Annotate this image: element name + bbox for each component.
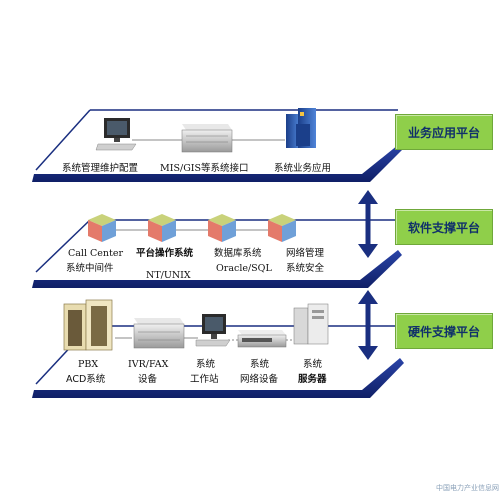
hardware-item-line1: 系统 <box>303 359 323 370</box>
pc-workstation-icon <box>95 118 137 151</box>
hardware-item-line1: 系统 <box>250 359 270 370</box>
tower-server-icon <box>293 303 329 345</box>
hardware-tier-band <box>32 358 404 398</box>
hardware-item-line2: 服务器 <box>298 374 327 385</box>
business-item-label: 系统业务应用 <box>274 163 332 174</box>
hardware-tier-badge: 硬件支撑平台 <box>395 313 493 349</box>
software-cubes <box>88 214 296 242</box>
software-tier-band <box>32 250 402 288</box>
software-item-line2: 系统安全 <box>286 263 325 274</box>
software-cube-icon <box>268 214 296 242</box>
business-item-label: MIS/GIS等系统接口 <box>160 163 249 174</box>
hardware-item-line2: ACD系统 <box>66 374 106 385</box>
pbx-cabinet-icon <box>63 299 113 351</box>
software-cube-icon <box>88 214 116 242</box>
software-cube-icon <box>208 214 236 242</box>
server-unit-icon <box>181 124 233 153</box>
watermark: 中国电力产业信息网 <box>436 484 499 492</box>
software-item-line2: Oracle/SQL <box>216 263 272 274</box>
device-links <box>115 139 294 341</box>
software-item-line1: 网络管理 <box>286 248 325 259</box>
software-item-line1: Call Center <box>68 248 124 259</box>
software-item-line1: 数据库系统 <box>214 248 262 259</box>
software-item-line1: 平台操作系统 <box>136 248 194 259</box>
software-item-line2: NT/UNIX <box>146 270 191 281</box>
tier-bands <box>32 145 404 398</box>
hardware-item-line2: 工作站 <box>190 374 219 385</box>
server-unit-icon <box>133 318 185 349</box>
double-arrow-icon <box>358 290 378 360</box>
hardware-item-line1: 系统 <box>196 359 216 370</box>
hardware-item-line2: 网络设备 <box>240 374 279 385</box>
double-arrow-icon <box>358 190 378 258</box>
network-switch-icon <box>237 330 287 348</box>
software-tier-badge: 软件支撑平台 <box>395 209 493 245</box>
hardware-item-line1: IVR/FAX <box>128 359 169 370</box>
tier-connector-arrows <box>358 190 378 360</box>
business-tier-badge: 业务应用平台 <box>395 114 493 150</box>
software-cube-icon <box>148 214 176 242</box>
business-item-label: 系统管理维护配置 <box>62 163 139 174</box>
software-item-line2: 系统中间件 <box>66 263 114 274</box>
hardware-item-line2: 设备 <box>138 374 158 385</box>
blue-server-rack-icon <box>286 108 316 148</box>
hardware-item-line1: PBX <box>78 359 99 370</box>
pc-workstation-icon <box>195 314 231 347</box>
business-tier-band <box>32 145 402 182</box>
